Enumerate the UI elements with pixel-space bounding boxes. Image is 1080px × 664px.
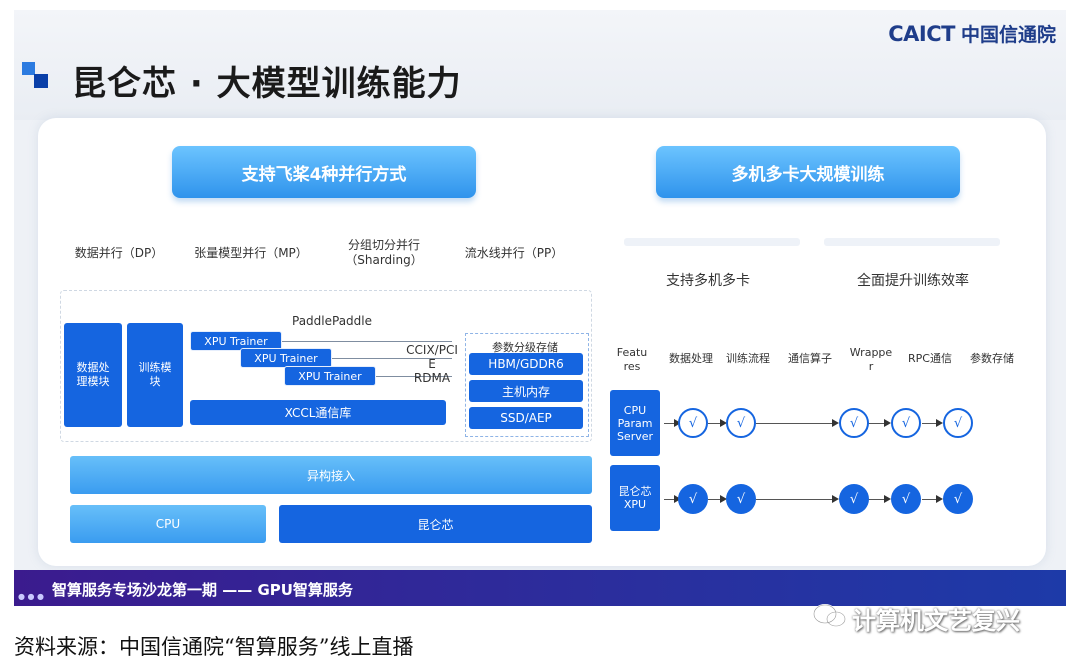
right-sub-right: 全面提升训练效率	[857, 273, 969, 289]
arrow-head	[720, 419, 727, 427]
feature-train: 训练流程	[726, 352, 770, 365]
arrow	[868, 423, 888, 424]
interconnect-label: CCIX/PCI E RDMA	[406, 343, 458, 385]
footer-dots: ● ● ●	[18, 592, 45, 601]
arrow-head	[936, 419, 943, 427]
memory-frame	[465, 333, 589, 437]
memory-host: 主机内存	[469, 380, 583, 402]
footer-bar	[14, 570, 1066, 606]
arrow	[664, 499, 678, 500]
title-square-icon	[22, 62, 48, 88]
framework-label: PaddlePaddle	[292, 314, 373, 328]
arrow-head	[936, 495, 943, 503]
hetero-access-bar: 异构接入	[70, 456, 592, 494]
mode-sharding: 分组切分并行（Sharding）	[345, 238, 423, 267]
slide-header-bg	[14, 10, 1066, 120]
slide: CAICT 中国信通院 昆仑芯 · 大模型训练能力 支持飞桨4种并行方式 数据并…	[14, 10, 1066, 606]
mode-mp: 张量模型并行（MP）	[194, 246, 308, 260]
arrow	[756, 499, 836, 500]
arrow	[664, 423, 678, 424]
paddle-frame	[60, 290, 592, 442]
caict-logo: CAICT 中国信通院	[888, 20, 1056, 47]
connector-line	[376, 376, 452, 377]
mode-dp: 数据并行（DP）	[74, 246, 164, 260]
memory-title: 参数分级存储	[492, 341, 558, 354]
arrow	[922, 499, 940, 500]
logo-en: CAICT	[888, 21, 955, 46]
footer-text: 智算服务专场沙龙第一期 —— GPU智算服务	[52, 581, 353, 599]
mode-pp: 流水线并行（PP）	[464, 246, 564, 260]
check-circle-filled-icon: √	[891, 484, 921, 514]
memory-hbm: HBM/GDDR6	[469, 353, 583, 375]
arrow	[708, 499, 724, 500]
check-circle-filled-icon: √	[678, 484, 708, 514]
arrow-head	[674, 419, 681, 427]
watermark: 计算机文艺复兴	[852, 607, 1020, 635]
xpu-trainer-2: XPU Trainer	[240, 348, 332, 368]
arrow-head	[884, 419, 891, 427]
arrow-head	[674, 495, 681, 503]
feature-rpc: RPC通信	[908, 352, 952, 365]
source-caption: 资料来源：中国信通院“智算服务”线上直播	[14, 635, 414, 659]
logo-cn: 中国信通院	[960, 24, 1056, 46]
right-header: 多机多卡大规模训练	[656, 146, 960, 198]
arrow	[922, 423, 940, 424]
feature-storage: 参数存储	[970, 352, 1014, 365]
faint-bar	[824, 238, 1000, 246]
arrow-head	[832, 419, 839, 427]
arrow	[868, 499, 888, 500]
check-circle-icon: √	[726, 408, 756, 438]
arrow-head	[720, 495, 727, 503]
xpu-trainer-1: XPU Trainer	[190, 331, 282, 351]
data-module: 数据处理模块	[64, 323, 122, 427]
arrow	[708, 423, 724, 424]
feature-data: 数据处理	[669, 352, 713, 365]
right-sub-left: 支持多机多卡	[666, 273, 750, 289]
check-circle-icon: √	[678, 408, 708, 438]
arrow-head	[832, 495, 839, 503]
left-header: 支持飞桨4种并行方式	[172, 146, 476, 198]
check-circle-icon: √	[839, 408, 869, 438]
feature-comm: 通信算子	[788, 352, 832, 365]
check-circle-filled-icon: √	[839, 484, 869, 514]
check-circle-icon: √	[891, 408, 921, 438]
train-module: 训练模块	[127, 323, 183, 427]
arrow-head	[884, 495, 891, 503]
faint-bar	[624, 238, 800, 246]
check-circle-filled-icon: √	[726, 484, 756, 514]
memory-ssd: SSD/AEP	[469, 407, 583, 429]
connector-line	[282, 341, 452, 342]
kunlun-bar: 昆仑芯	[279, 505, 592, 543]
xpu-trainer-3: XPU Trainer	[284, 366, 376, 386]
connector-line	[332, 358, 452, 359]
arrow	[756, 423, 836, 424]
check-circle-filled-icon: √	[943, 484, 973, 514]
check-circle-icon: √	[943, 408, 973, 438]
cpu-bar: CPU	[70, 505, 266, 543]
xccl-library: XCCL通信库	[190, 400, 446, 425]
wechat-icon	[813, 604, 846, 627]
slide-title: 昆仑芯 · 大模型训练能力	[72, 64, 462, 104]
